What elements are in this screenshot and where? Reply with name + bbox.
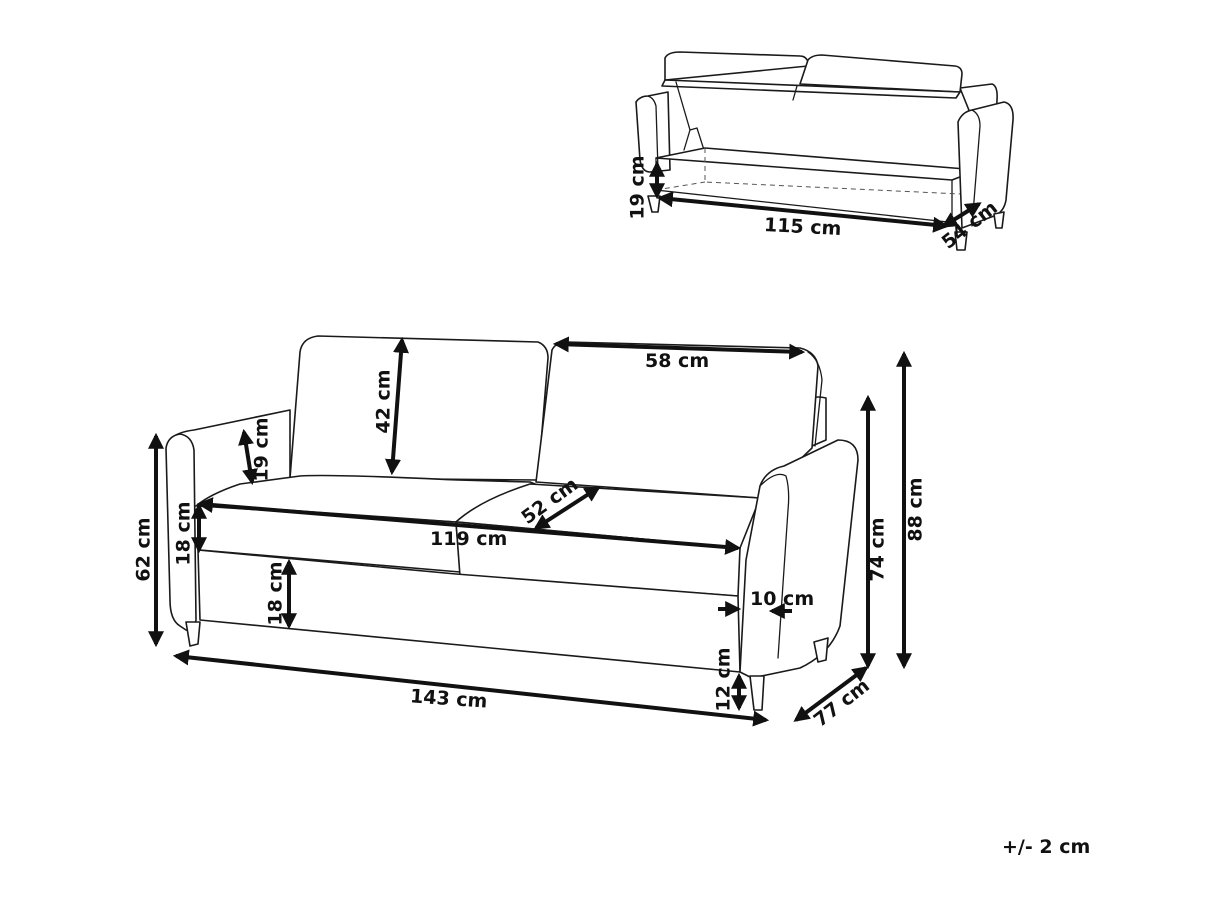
dim-label-armrest-width: 10 cm	[750, 588, 815, 610]
dim-label-leg-height: 12 cm	[712, 647, 735, 712]
storage-view-drawing	[635, 51, 1014, 251]
dim-label-storage-height: 19 cm	[626, 155, 649, 220]
dim-label-seat-width: 119 cm	[430, 528, 508, 550]
dim-label-backrest-height: 42 cm	[372, 369, 395, 434]
dim-label-base-height: 18 cm	[264, 561, 287, 626]
dim-label-storage-width: 115 cm	[763, 213, 842, 241]
dim-label-total-height: 88 cm	[904, 477, 927, 542]
dim-label-seat-back-height: 74 cm	[866, 517, 889, 582]
dim-label-arm-total-height: 62 cm	[132, 517, 155, 582]
dim-label-armrest-height: 19 cm	[250, 417, 273, 482]
dim-label-total-width: 143 cm	[409, 685, 489, 713]
main-view-drawing	[148, 335, 912, 727]
dim-label-seat-thickness: 18 cm	[172, 501, 195, 566]
dim-label-backrest-width: 58 cm	[645, 350, 710, 372]
tolerance-note: +/- 2 cm	[1002, 836, 1091, 858]
